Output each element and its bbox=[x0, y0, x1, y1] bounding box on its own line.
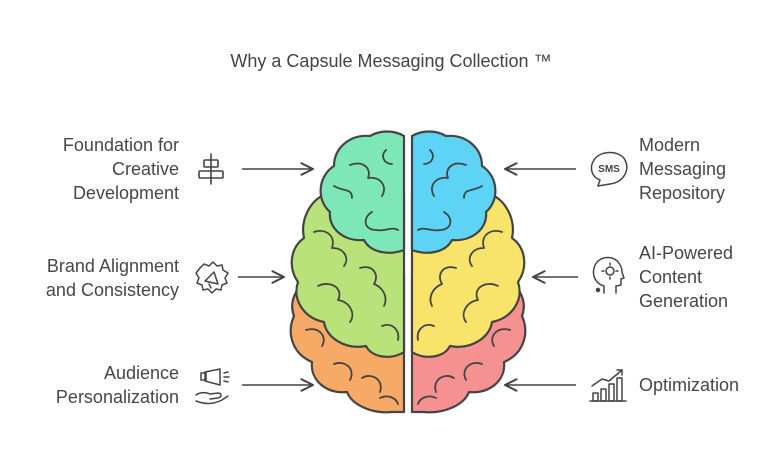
megaphone-hand-icon bbox=[195, 368, 230, 405]
label-line: Development bbox=[72, 183, 179, 203]
label-line: Brand Alignment bbox=[46, 256, 179, 276]
label-line: Messaging bbox=[639, 159, 727, 179]
alignment-icon bbox=[198, 153, 224, 185]
brain-lobe-right-top bbox=[410, 130, 497, 254]
brain-left-hemisphere bbox=[289, 130, 406, 414]
label-line: Foundation for bbox=[62, 135, 179, 155]
sms-bubble-icon: SMS bbox=[590, 151, 628, 187]
label-line: AI-Powered bbox=[639, 243, 734, 263]
label-line: Content bbox=[639, 267, 703, 287]
label-line: and Consistency bbox=[45, 280, 179, 300]
label-audience: Audience Personalization bbox=[56, 361, 179, 409]
growth-chart-icon bbox=[589, 369, 627, 402]
label-brand-alignment: Brand Alignment and Consistency bbox=[46, 254, 179, 302]
label-ai-powered: AI-Powered Content Generation bbox=[639, 241, 733, 313]
label-modern-messaging: Modern Messaging Repository bbox=[639, 133, 726, 205]
sms-icon-text: SMS bbox=[598, 164, 620, 175]
label-line: Optimization bbox=[639, 375, 740, 395]
label-line: Repository bbox=[639, 183, 726, 203]
label-line: Personalization bbox=[55, 387, 179, 407]
megaphone-gear-icon bbox=[195, 261, 229, 294]
label-optimization: Optimization bbox=[639, 373, 739, 397]
label-line: Creative bbox=[111, 159, 179, 179]
page-title: Why a Capsule Messaging Collection ™ bbox=[230, 51, 552, 71]
label-line: Audience bbox=[103, 363, 179, 383]
label-line: Modern bbox=[639, 135, 701, 155]
ai-head-gear-icon bbox=[592, 256, 625, 294]
label-foundation: Foundation for Creative Development bbox=[63, 133, 179, 205]
label-line: Generation bbox=[639, 291, 729, 311]
brain-lobe-left-top bbox=[319, 130, 406, 254]
brain-right-hemisphere bbox=[410, 130, 527, 414]
